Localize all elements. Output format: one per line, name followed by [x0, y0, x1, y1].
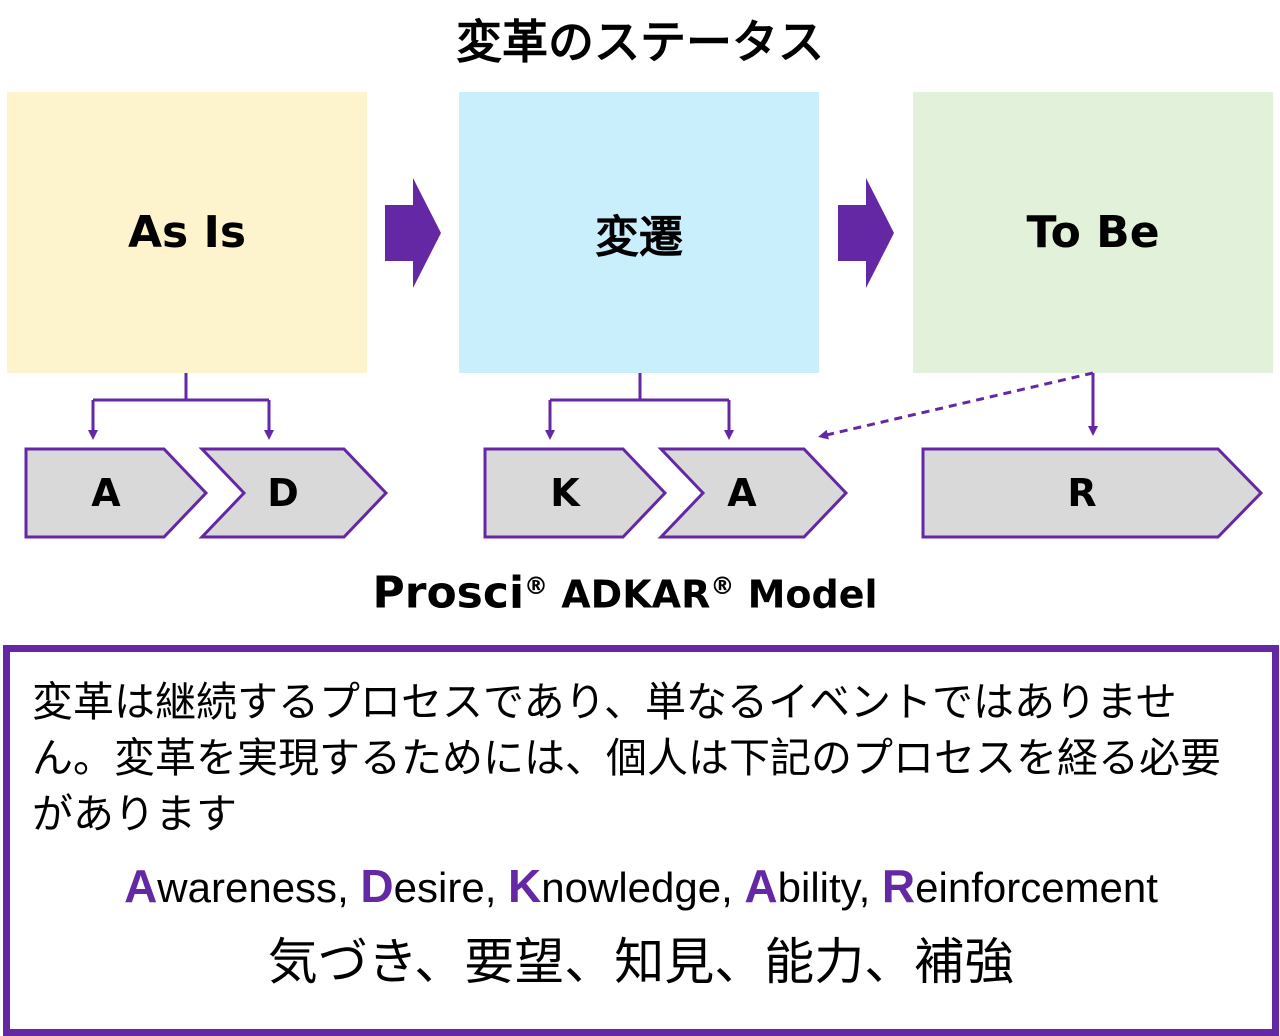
to-be-connector	[818, 371, 1098, 440]
adkar-letter-r: R	[1067, 471, 1097, 515]
stage-as-is: As Is	[7, 92, 367, 373]
term-initial: R	[881, 860, 916, 912]
term-initial: D	[360, 860, 394, 912]
adkar-step-desire	[198, 447, 389, 539]
adkar-step-awareness	[24, 447, 209, 539]
model-name: ADKAR	[561, 572, 711, 617]
adkar-letter-a2: A	[727, 471, 757, 515]
adkar-step-knowledge	[483, 447, 668, 539]
stage-transition: 変遷	[459, 92, 819, 373]
panel-description: 変革は継続するプロセスであり、単なるイベントではありません。変革を実現するために…	[32, 678, 1221, 838]
term-rest: esire	[393, 864, 485, 911]
adkar-terms: Awareness, Desire, Knowledge, Ability, R…	[124, 860, 1158, 912]
model-brand: Prosci	[372, 567, 525, 619]
diagram-connectors	[24, 178, 1264, 539]
term-rest: einforcement	[915, 864, 1158, 911]
model-suffix: Model	[747, 572, 878, 617]
term-rest: nowledge	[541, 864, 722, 911]
reg-mark: ®	[710, 572, 735, 600]
model-caption: Prosci® ADKAR® Model	[0, 560, 1250, 621]
term-initial: K	[508, 860, 542, 912]
term-rest: bility	[777, 864, 859, 911]
term-initial: A	[124, 860, 158, 912]
stage-to-be: To Be	[913, 92, 1273, 373]
stage-arrow-2	[838, 178, 894, 288]
adkar-step-reinforcement	[921, 447, 1264, 539]
adkar-letter-a1: A	[91, 471, 121, 515]
adkar-step-ability	[657, 447, 849, 539]
stage-as-is-label: As Is	[127, 207, 247, 258]
stage-arrow-1	[385, 178, 441, 288]
adkar-letter-d: D	[267, 471, 299, 515]
diagram-title: 変革のステータス	[456, 15, 824, 69]
stage-to-be-label: To Be	[1026, 207, 1160, 258]
japanese-terms: 気づき、要望、知見、能力、補強	[267, 933, 1015, 991]
transition-connector	[545, 373, 734, 440]
as-is-connector	[88, 373, 274, 440]
term-rest: wareness	[157, 864, 338, 911]
adkar-letter-k: K	[550, 471, 580, 515]
term-initial: A	[744, 860, 778, 912]
reg-mark: ®	[524, 572, 549, 600]
explanation-panel: 変革は継続するプロセスであり、単なるイベントではありません。変革を実現するために…	[3, 645, 1279, 1036]
stage-transition-label: 変遷	[595, 211, 683, 263]
